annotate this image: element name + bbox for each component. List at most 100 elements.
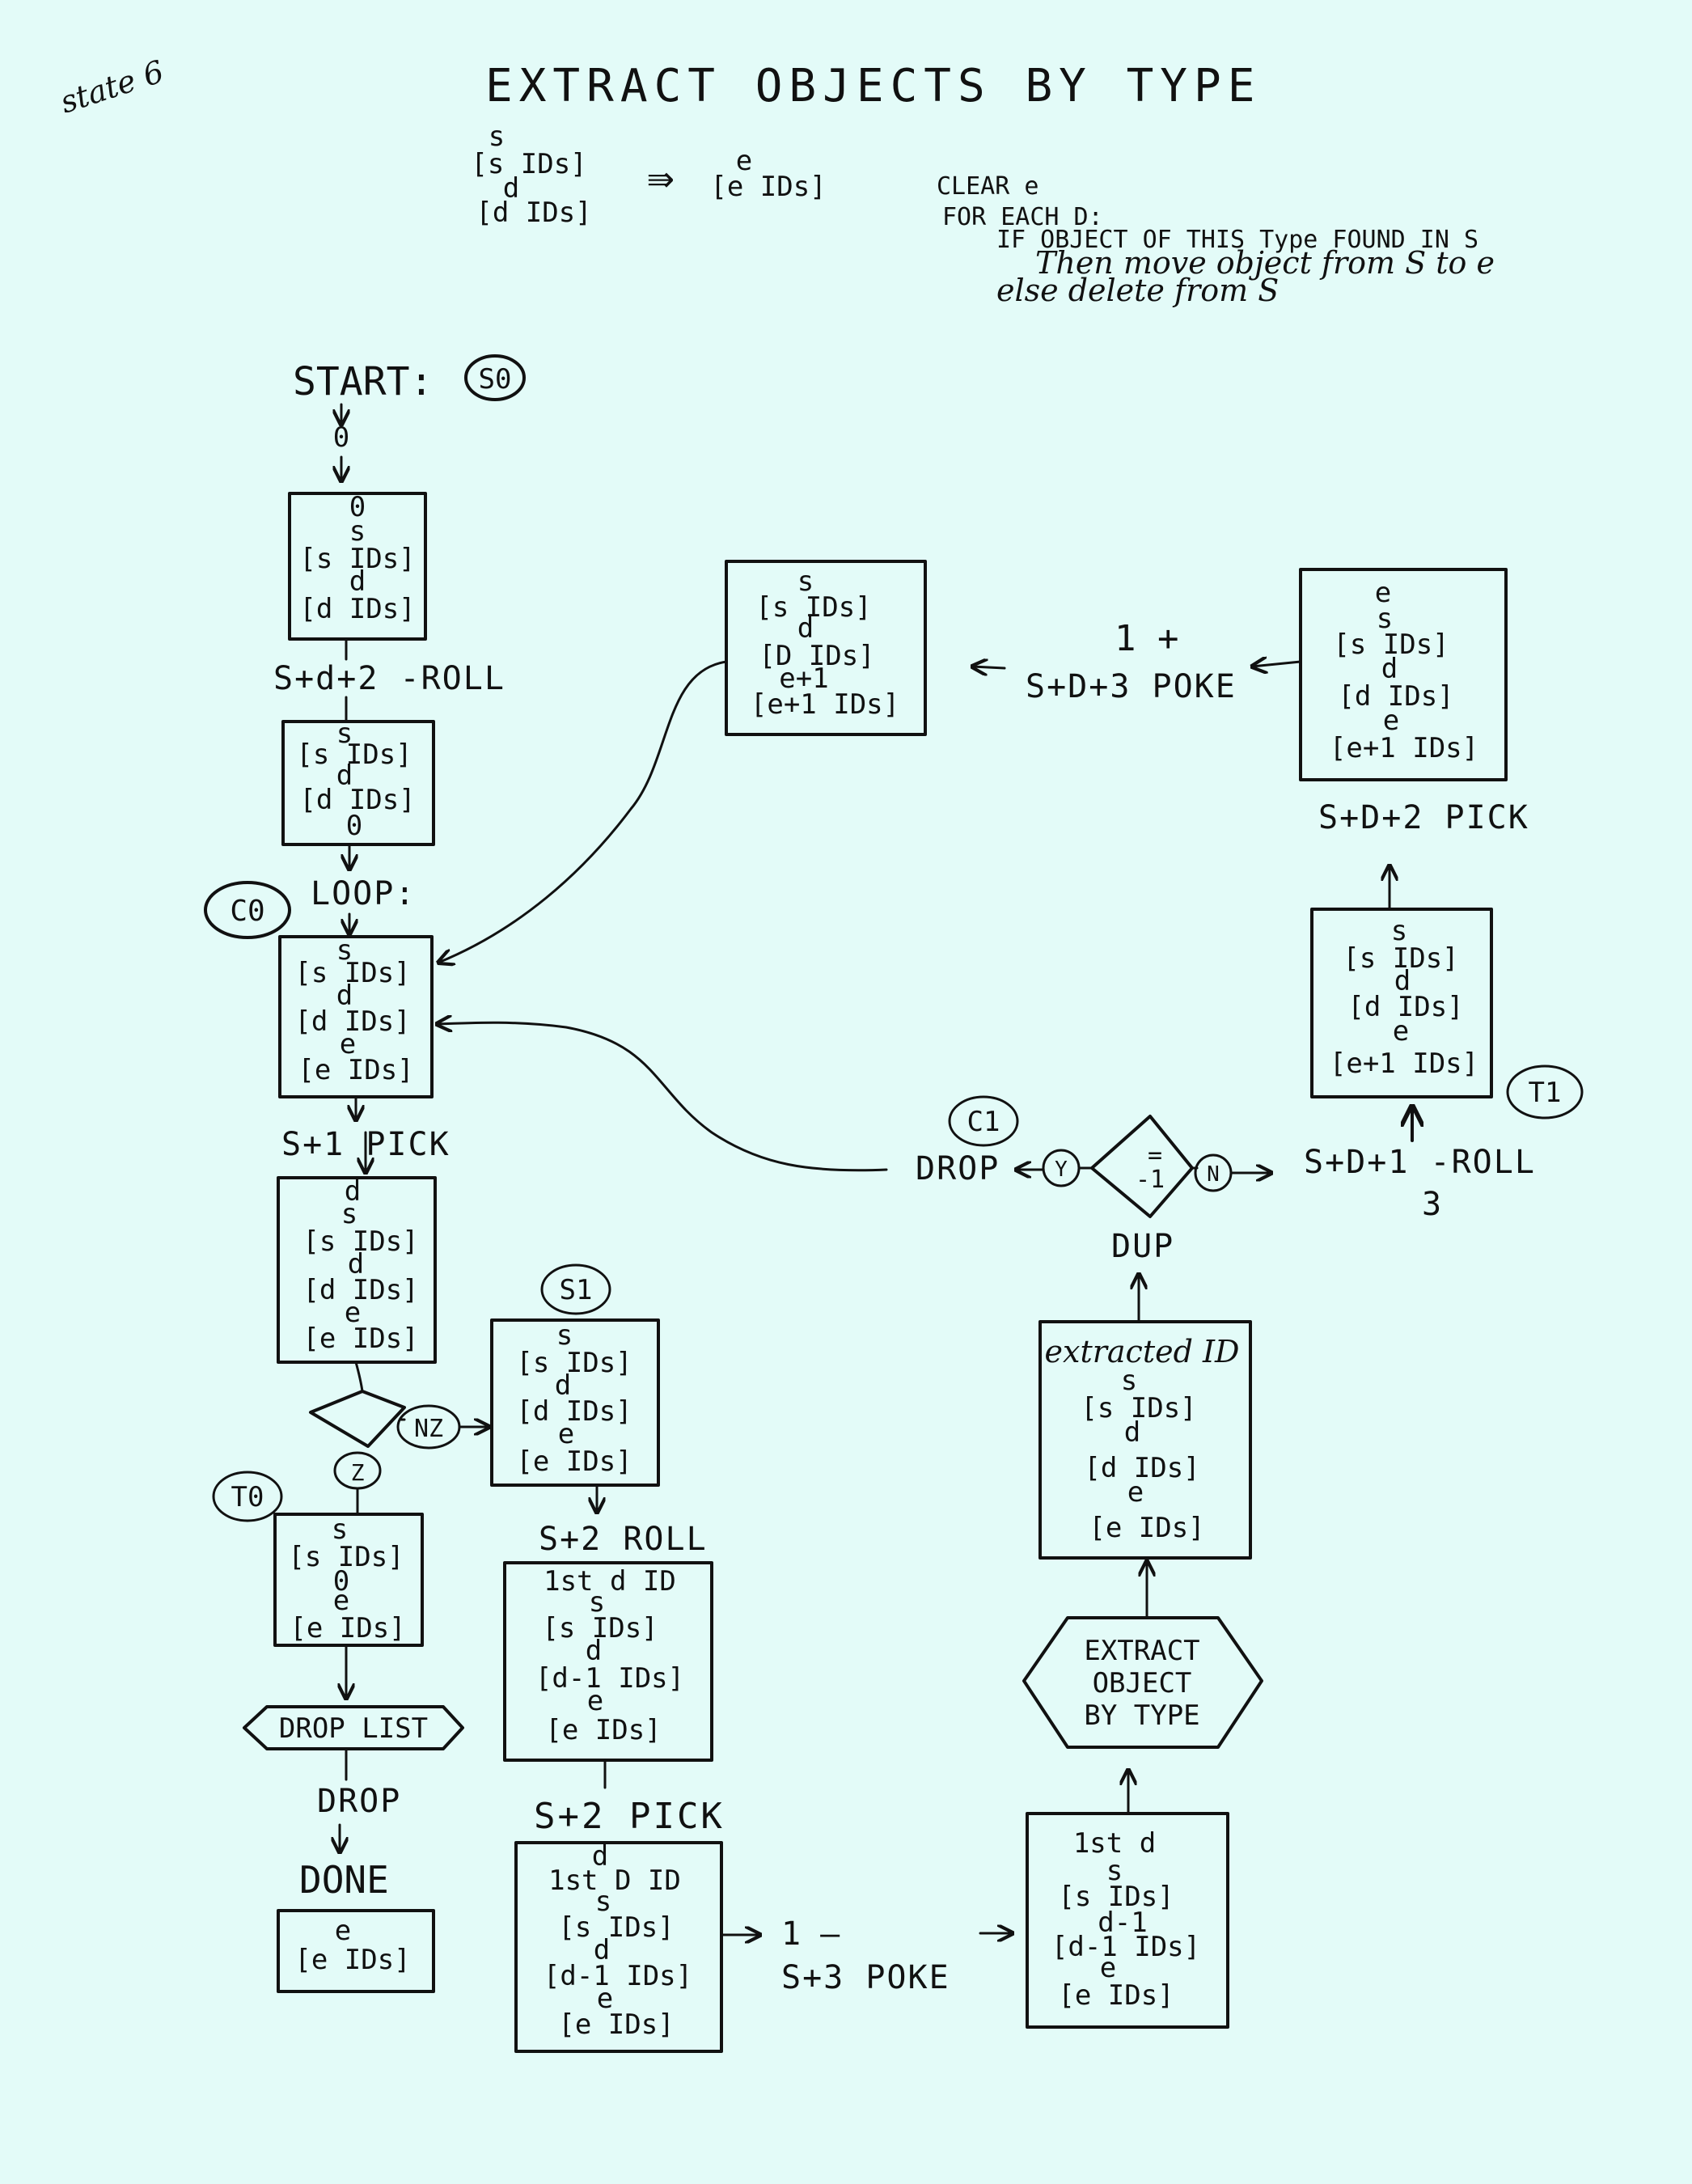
start-label: START: — [293, 359, 433, 404]
b3-line: [e IDs] — [302, 1323, 418, 1355]
b0-line: s — [349, 515, 366, 548]
extract-line: BY TYPE — [1084, 1699, 1199, 1732]
poke-line: e — [1100, 1952, 1116, 1984]
pick-line: 1st D ID — [548, 1864, 681, 1897]
op-drop: DROP — [317, 1783, 401, 1820]
roll-line: d — [586, 1635, 602, 1667]
state-s1: S1 — [540, 1263, 611, 1315]
loop-label: LOOP: — [311, 875, 416, 912]
decision-eq-neg1: = -1 — [1090, 1115, 1194, 1218]
op-roll1: S+d+2 -ROLL — [273, 660, 505, 697]
poke-line: d-1 — [1098, 1907, 1147, 1939]
state-s0-label: S0 — [479, 363, 512, 396]
stack-box-poke: 1st d s [s IDs] d-1 [d-1 IDs] e [e IDs] — [1026, 1812, 1229, 2029]
extracted-line: d — [1124, 1416, 1140, 1449]
pick2-line: d — [1381, 653, 1398, 685]
done-line: e — [335, 1915, 351, 1947]
stack-box-pick: d 1st D ID s [s IDs] d [d-1 IDs] e [e ID… — [514, 1840, 723, 2053]
extracted-line: [d IDs] — [1084, 1452, 1199, 1484]
stack-box-pick2: e s [s IDs] d [d IDs] e [e+1 IDs] — [1299, 568, 1508, 781]
sig-right-0: e — [736, 145, 752, 177]
branch-z-label: Z — [351, 1459, 365, 1486]
op-roll3: S+D+1 -ROLL — [1304, 1144, 1536, 1181]
state-t1-label: T1 — [1529, 1077, 1562, 1109]
t1-line: e — [1393, 1015, 1409, 1048]
roll-line: [s IDs] — [542, 1612, 658, 1644]
t1-line: s — [1391, 915, 1407, 947]
extracted-line: extracted ID — [1045, 1334, 1240, 1369]
stack-box-t0: s [s IDs] 0 e [e IDs] — [273, 1513, 424, 1647]
decision-zero-test — [309, 1390, 406, 1448]
s1-line: [e IDs] — [516, 1445, 632, 1478]
eq-symbol: = — [1148, 1141, 1162, 1170]
poke-line: s — [1106, 1855, 1123, 1887]
pick-line: d — [594, 1934, 610, 1966]
pick2-line: s — [1377, 603, 1393, 635]
loop-line: d — [336, 980, 353, 1012]
op-pick3: S+D+2 PICK — [1318, 799, 1529, 836]
op-one-minus: 1 — — [781, 1915, 840, 1953]
pick-line: [d-1 IDs] — [544, 1960, 692, 1992]
poke-line: [s IDs] — [1058, 1881, 1174, 1913]
extracted-line: [e IDs] — [1089, 1512, 1204, 1544]
state-c0: C0 — [204, 881, 291, 939]
branch-y: Y — [1042, 1149, 1081, 1187]
op-roll2: S+2 ROLL — [539, 1521, 708, 1558]
sig-arrow: ⇛ — [647, 151, 675, 204]
eq-value: -1 — [1136, 1166, 1165, 1194]
b1-line: s — [336, 717, 353, 750]
algo-line-1: FOR EACH D: — [942, 203, 1103, 231]
roll-line: 1st d ID — [544, 1565, 676, 1598]
top-line: e+1 — [779, 662, 828, 695]
signature: s [s IDs] d [d IDs] ⇛ e [e IDs] — [471, 121, 826, 229]
loop-line: [d IDs] — [294, 1005, 410, 1038]
page-title: EXTRACT OBJECTS BY TYPE — [485, 60, 1261, 112]
op-pick2: S+2 PICK — [534, 1796, 725, 1837]
roll-line: s — [589, 1586, 605, 1619]
top-line: d — [797, 612, 814, 645]
stack-box-extracted: extracted ID s [s IDs] d [d IDs] e [e ID… — [1038, 1320, 1252, 1560]
pick2-line: e — [1383, 705, 1399, 737]
done-line: [e IDs] — [294, 1944, 410, 1976]
pick-line: e — [597, 1983, 613, 2015]
extracted-line: e — [1127, 1476, 1144, 1509]
s1-line: e — [558, 1418, 574, 1450]
algo-line-3: Then move object from S to e — [1035, 245, 1495, 281]
s1-line: [s IDs] — [516, 1347, 632, 1379]
state-s1-label: S1 — [560, 1274, 593, 1306]
algo-line-2: IF OBJECT OF THIS Type FOUND IN S — [996, 226, 1478, 254]
op-poke2: S+D+3 POKE — [1026, 668, 1237, 705]
t0-line: s — [332, 1513, 348, 1546]
b3-line: [s IDs] — [302, 1225, 418, 1258]
branch-n: N — [1194, 1153, 1233, 1192]
op-drop2: DROP — [916, 1150, 1000, 1187]
loop-line: e — [340, 1028, 356, 1060]
algo-line-0: CLEAR e — [937, 172, 1038, 201]
branch-nz: NZ — [396, 1404, 461, 1450]
state-c1: C1 — [948, 1095, 1019, 1147]
b0-line: [s IDs] — [299, 543, 415, 575]
poke-line: [d-1 IDs] — [1051, 1931, 1200, 1963]
algorithm: CLEAR e FOR EACH D: IF OBJECT OF THIS Ty… — [937, 172, 1495, 308]
s1-line: s — [556, 1319, 573, 1352]
b3-line: d — [345, 1175, 361, 1208]
t0-line: e — [333, 1585, 349, 1617]
b3-line: s — [341, 1198, 357, 1230]
top-line: [s IDs] — [755, 591, 871, 624]
extracted-line: [s IDs] — [1081, 1392, 1196, 1424]
b3-line: [d IDs] — [302, 1274, 418, 1306]
op-poke1: S+3 POKE — [781, 1959, 950, 1996]
extract-line: OBJECT — [1093, 1667, 1192, 1699]
loop-line: [s IDs] — [294, 957, 410, 989]
sig-left-3: [d IDs] — [476, 197, 591, 229]
zero-literal: 0 — [333, 421, 349, 454]
stack-box-s1: s [s IDs] d [d IDs] e [e IDs] — [490, 1318, 660, 1487]
s1-line: d — [555, 1369, 571, 1402]
b3-line: e — [345, 1297, 361, 1329]
branch-n-label: N — [1207, 1162, 1220, 1187]
roll-line: e — [587, 1685, 603, 1717]
stack-box-loop: s [s IDs] d [d IDs] e [e IDs] — [278, 934, 434, 1098]
sig-right-1: [e IDs] — [710, 171, 826, 203]
stack-box-t1: s [s IDs] d [d IDs] e [e+1 IDs] — [1310, 908, 1493, 1098]
